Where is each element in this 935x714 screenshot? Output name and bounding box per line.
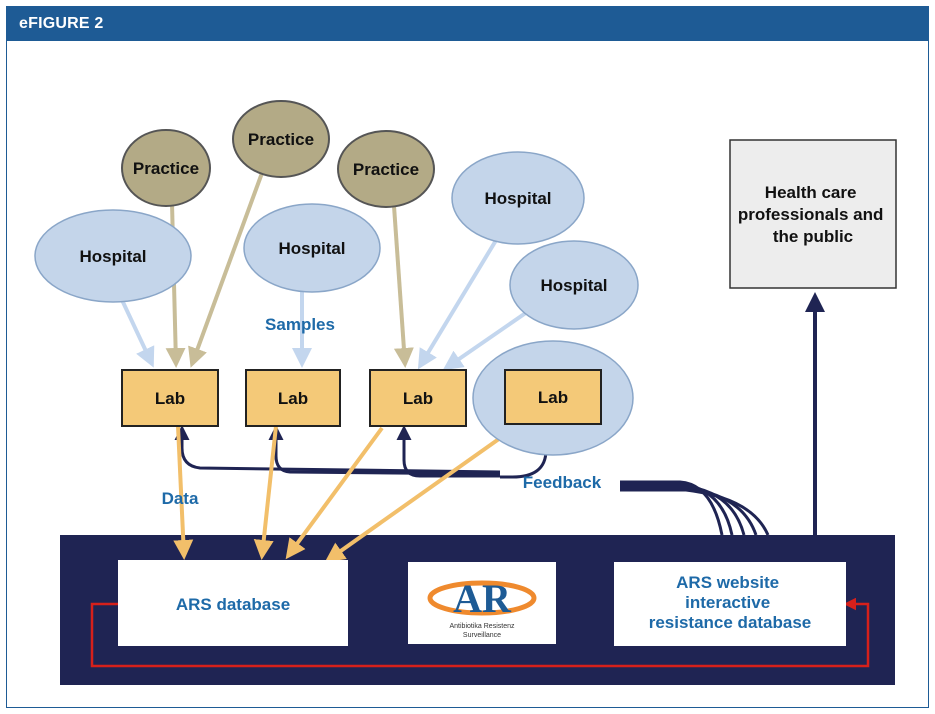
logo-line-2: Surveillance xyxy=(463,632,501,639)
public-line-3: the public xyxy=(773,227,853,246)
hospital-label: Hospital xyxy=(79,247,146,266)
figure-label: eFIGURE 2 xyxy=(19,15,104,32)
logo-swoosh xyxy=(427,580,537,616)
hospital-label: Hospital xyxy=(484,189,551,208)
ars-website-box xyxy=(614,562,846,646)
practice-label: Practice xyxy=(133,159,199,178)
practice-node-1: Practice xyxy=(121,129,211,207)
hospital-node-4: Hospital xyxy=(509,240,639,330)
hospital-label: Hospital xyxy=(278,239,345,258)
website-line-1: ARS website xyxy=(676,573,779,592)
ars-database-label: ARS database xyxy=(176,595,290,614)
lab-node-2: Lab xyxy=(245,369,341,427)
ars-logo: AR Antibiotika Resistenz Surveillance xyxy=(408,562,556,644)
logo-line-1: Antibiotika Resistenz xyxy=(450,623,515,630)
ars-website-label: ARS website interactive resistance datab… xyxy=(649,573,812,632)
public-line-1: Health care xyxy=(765,183,857,202)
hospital-node-3: Hospital xyxy=(451,151,585,245)
lab-label: Lab xyxy=(278,389,308,408)
public-line-2: professionals and xyxy=(738,205,883,224)
data-arrows xyxy=(173,422,522,563)
lab-node-3: Lab xyxy=(369,369,467,427)
website-line-2: interactive xyxy=(685,593,770,612)
lab-label: Lab xyxy=(538,388,568,407)
practice-node-3: Practice xyxy=(337,130,435,208)
lab-label: Lab xyxy=(155,389,185,408)
hospital-node-1: Hospital xyxy=(34,209,192,303)
feedback-label: Feedback xyxy=(523,473,602,492)
website-line-3: resistance database xyxy=(649,613,812,632)
logo-mark: AR xyxy=(453,576,512,621)
practice-label: Practice xyxy=(248,130,314,149)
hospital-arrows xyxy=(120,235,532,371)
practice-node-2: Practice xyxy=(232,100,330,178)
public-box xyxy=(729,139,897,289)
lab-node-4: Lab xyxy=(504,369,602,425)
data-label: Data xyxy=(162,489,199,508)
feedback-arrows xyxy=(174,423,770,536)
public-box-label: Health care professionals and the public xyxy=(738,183,888,246)
hospital-node-2: Hospital xyxy=(243,203,381,293)
samples-label: Samples xyxy=(265,315,335,334)
lab-label: Lab xyxy=(403,389,433,408)
lab-node-1: Lab xyxy=(121,369,219,427)
figure-header: eFIGURE 2 xyxy=(7,7,928,41)
hospital-label: Hospital xyxy=(540,276,607,295)
ars-database-box xyxy=(118,560,348,646)
red-loop-arrow xyxy=(90,597,870,668)
practice-label: Practice xyxy=(353,160,419,179)
